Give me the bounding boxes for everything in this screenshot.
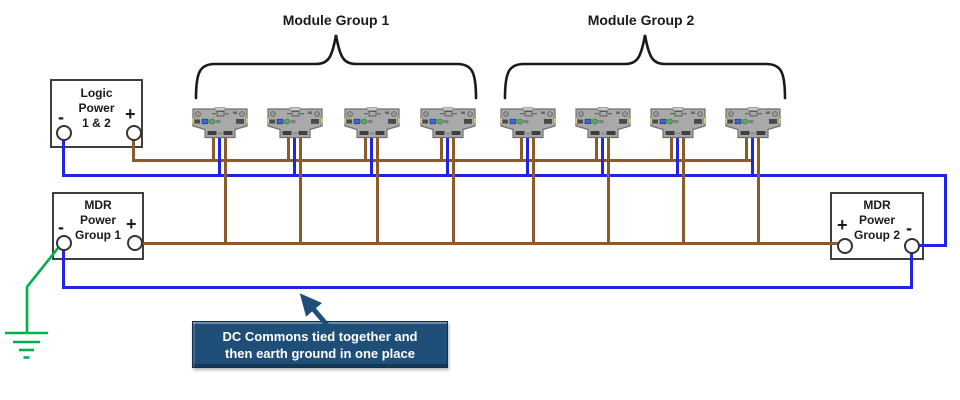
mdr-module-icon [344, 107, 400, 140]
wire-mdr-power-bus [141, 242, 838, 245]
module-6-dc-common-wire [601, 137, 604, 177]
mdr1-plus-terminal [127, 235, 143, 251]
logic-power-label-1: Logic [80, 86, 113, 100]
mdr2-minus-terminal [904, 238, 920, 254]
mdr1-label-1: MDR [84, 198, 112, 212]
wire-mdr2-minus-drop [910, 252, 913, 289]
wire-mdr1-minus-drop [62, 249, 65, 289]
logic-plus-terminal [126, 125, 142, 141]
wire-dc-common-right-riser [944, 174, 947, 246]
module-group-1-brace [194, 34, 478, 100]
mdr1-plus-sign: + [126, 214, 137, 234]
mdr2-minus-sign: - [906, 218, 912, 238]
logic-power-box: Logic Power 1 & 2 [50, 79, 143, 148]
mdr1-label-3: Group 1 [74, 228, 121, 242]
module-7-dc-common-wire [676, 137, 679, 177]
wire-dc-common-bottom-bus [62, 286, 913, 289]
mdr1-minus-sign: - [58, 217, 64, 237]
module-3-logic-power-wire [364, 137, 367, 162]
module-3-dc-common-wire [370, 137, 373, 177]
mdr-module-icon [420, 107, 476, 140]
mdr-module-icon [500, 107, 556, 140]
mdr2-plus-sign: + [837, 215, 848, 235]
mdr-module-icon [650, 107, 706, 140]
wire-dc-common-top-bus [62, 174, 947, 177]
logic-power-label-3: 1 & 2 [82, 116, 111, 130]
module-1-logic-power-wire [212, 137, 215, 162]
module-2-logic-power-wire [287, 137, 290, 162]
mdr2-plus-terminal [837, 238, 853, 254]
mdr-module-icon [267, 107, 323, 140]
wire-mdr2-minus-stub [917, 244, 947, 247]
wire-logic-plus-drop [132, 139, 135, 162]
module-5-dc-common-wire [526, 137, 529, 177]
module-7-logic-power-wire [670, 137, 673, 162]
module-1-dc-common-wire [218, 137, 221, 177]
logic-minus-terminal [56, 125, 72, 141]
module-6-mdr-power-wire [607, 137, 610, 245]
mdr2-label-1: MDR [863, 198, 891, 212]
mdr2-label-3: Group 2 [853, 228, 900, 242]
logic-plus-sign: + [125, 104, 136, 124]
mdr-module-icon [192, 107, 248, 140]
logic-power-label-2: Power [78, 101, 115, 115]
module-2-mdr-power-wire [299, 137, 302, 245]
wire-logic-minus-drop [62, 139, 65, 177]
logic-minus-sign: - [58, 107, 64, 127]
module-group-1-label: Module Group 1 [282, 12, 390, 28]
module-6-logic-power-wire [595, 137, 598, 162]
module-8-logic-power-wire [745, 137, 748, 162]
module-group-2-label: Module Group 2 [587, 12, 695, 28]
dc-commons-callout: DC Commons tied together and then earth … [192, 321, 448, 368]
module-1-mdr-power-wire [224, 137, 227, 245]
mdr2-label-2: Power [858, 213, 895, 227]
module-8-mdr-power-wire [757, 137, 760, 245]
module-2-dc-common-wire [293, 137, 296, 177]
module-4-logic-power-wire [440, 137, 443, 162]
module-8-dc-common-wire [751, 137, 754, 177]
mdr1-label-2: Power [79, 213, 116, 227]
callout-line-1: DC Commons tied together and [222, 329, 418, 344]
mdr-module-icon [725, 107, 781, 140]
module-7-mdr-power-wire [682, 137, 685, 245]
mdr-module-icon [575, 107, 631, 140]
module-5-logic-power-wire [520, 137, 523, 162]
module-5-mdr-power-wire [532, 137, 535, 245]
module-4-dc-common-wire [446, 137, 449, 177]
module-3-mdr-power-wire [376, 137, 379, 245]
callout-line-2: then earth ground in one place [225, 346, 415, 361]
mdr1-minus-terminal [56, 235, 72, 251]
module-4-mdr-power-wire [452, 137, 455, 245]
module-group-2-brace [503, 34, 787, 100]
